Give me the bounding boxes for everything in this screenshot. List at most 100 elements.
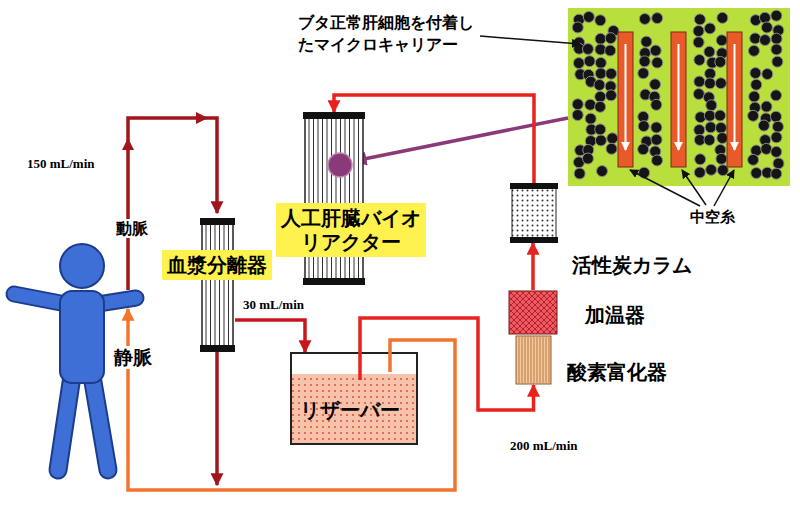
oxygenator-shape (515, 335, 552, 385)
plasma-separator-shape (206, 225, 207, 345)
microcarrier (751, 168, 762, 179)
heater-shape (509, 291, 557, 334)
reservoir-shape (291, 353, 417, 444)
microcarrier (748, 45, 759, 56)
microcarrier (771, 44, 782, 55)
flow-rate: 200 mL/min (510, 438, 578, 454)
microcarrier (694, 167, 705, 178)
microcarrier (650, 79, 661, 90)
heater-shape (508, 290, 558, 335)
plasma-separator-shape (202, 224, 233, 346)
oxygenator-shape (519, 337, 520, 383)
oxygenator: 酸素富化器 (515, 335, 552, 385)
oxygenator-shape (531, 337, 532, 383)
microcarrier (606, 68, 617, 79)
microcarrier (771, 33, 782, 44)
charcoal-column-shape (510, 183, 558, 243)
oxygenator-shape (525, 337, 526, 383)
microcarrier (748, 154, 759, 165)
oxygenator-shape (549, 337, 550, 383)
flow-rate: 150 mL/min (27, 156, 95, 172)
microcarrier (572, 109, 583, 120)
microcarrier (595, 15, 606, 26)
microcarrier (693, 37, 704, 48)
blood-line (128, 309, 455, 490)
microcarrier (693, 89, 704, 100)
microcarrier (694, 76, 705, 87)
cell-inset (727, 32, 742, 167)
microcarrier (585, 113, 596, 124)
microcarrier (595, 91, 606, 102)
callout-text: ブタ正常肝細胞を付着し たマイクロキャリアー (298, 12, 483, 57)
microcarrier (704, 23, 715, 34)
microcarrier (573, 58, 584, 69)
plasma-separator-shape (224, 225, 225, 345)
microcarrier (717, 12, 728, 23)
cell-inset (734, 44, 736, 150)
plasma-separator-shape (200, 218, 235, 225)
microcarrier (572, 22, 583, 33)
leader-line (630, 170, 700, 206)
leader-line (354, 36, 734, 206)
microcarrier (595, 124, 606, 135)
microcarrier (638, 121, 649, 132)
microcarrier (715, 110, 726, 121)
microcarrier (641, 36, 652, 47)
reservoir-shape (358, 352, 362, 380)
blood-line (122, 112, 455, 490)
microcarrier (715, 122, 726, 133)
microcarrier (607, 133, 618, 144)
microcarrier (651, 134, 662, 145)
microcarrier (759, 12, 770, 23)
node-label: 加温器 (585, 303, 645, 327)
microcarrier (773, 158, 784, 169)
plasma-separator-shape (215, 225, 216, 345)
microcarrier (694, 125, 705, 136)
microcarrier (693, 26, 704, 37)
microcarrier (761, 101, 772, 112)
microcarrier (595, 57, 606, 68)
microcarrier (585, 99, 596, 110)
microcarrier (762, 69, 773, 80)
oxygenator-shape (543, 337, 544, 383)
oxygenator-shape (537, 337, 538, 383)
microcarrier (650, 45, 661, 56)
microcarrier (605, 33, 616, 44)
microcarrier (695, 154, 706, 165)
node-label: 活性炭カラム (572, 253, 692, 277)
reservoir: リザーバー (290, 352, 418, 445)
oxygenator-shape (534, 337, 535, 383)
microcarrier (704, 134, 715, 145)
leader-line (354, 118, 568, 161)
plasma-separator-shape (210, 225, 211, 345)
microcarrier (761, 22, 772, 33)
microcarrier (751, 79, 762, 90)
plasma-separator-shape (228, 225, 229, 345)
charcoal-column-shape (510, 183, 558, 189)
patient-figure (60, 291, 104, 383)
microcarrier (771, 132, 782, 143)
microcarrier (749, 91, 760, 102)
microcarrier (770, 111, 781, 122)
microcarrier (651, 99, 662, 110)
microcarrier (594, 79, 605, 90)
microcarrier (584, 56, 595, 67)
charcoal-column: 活性炭カラム (510, 183, 558, 243)
microcarrier (715, 78, 726, 89)
microcarrier (652, 13, 663, 24)
cell-inset (678, 44, 680, 150)
microcarrier (706, 164, 717, 175)
patient-figure (58, 376, 72, 470)
blood-line (196, 112, 208, 124)
microcarrier (771, 90, 782, 101)
vessel-label: 動脈 (114, 219, 150, 238)
oxygenator-shape (528, 337, 529, 383)
microcarrier (652, 57, 663, 68)
cell-inset (568, 8, 790, 186)
patient-figure (92, 376, 108, 470)
flow-line (235, 320, 305, 352)
charcoal-column-shape (510, 237, 558, 243)
plasma-separator-shape (200, 345, 235, 352)
blood-line (122, 138, 134, 150)
patient-figure (58, 376, 72, 470)
